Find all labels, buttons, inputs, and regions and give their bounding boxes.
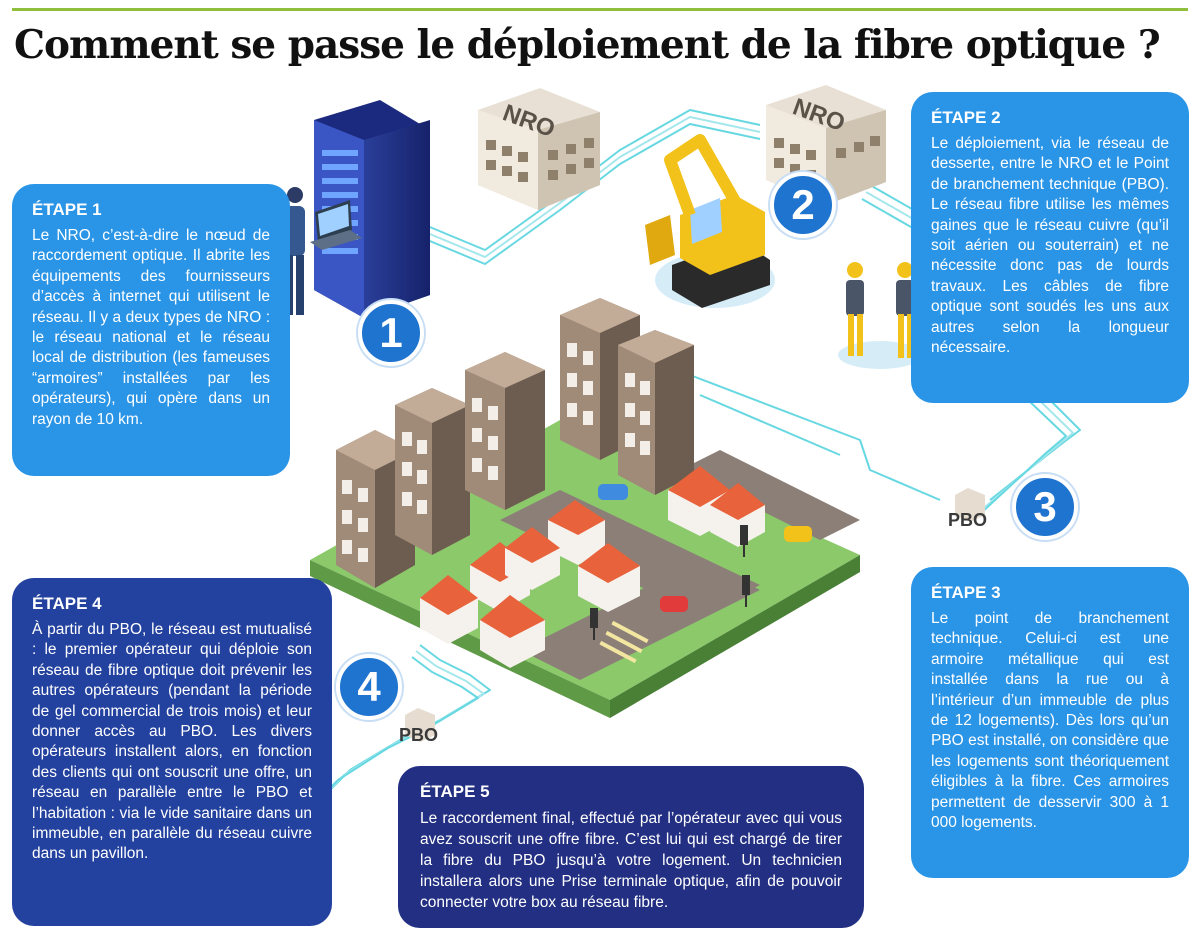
step-badge-4: 4: [336, 654, 402, 720]
step-5-card: ÉTAPE 5 Le raccordement final, effectué …: [398, 766, 864, 928]
step-2-heading: ÉTAPE 2: [931, 108, 1001, 127]
houses: [420, 466, 765, 668]
step-1-heading: ÉTAPE 1: [32, 200, 102, 219]
top-accent-line: [12, 8, 1188, 11]
step-1-text: Le NRO, c’est-à-dire le nœud de raccorde…: [32, 227, 270, 428]
pbo-box-left: PBO: [399, 708, 438, 745]
step-4-text: À partir du PBO, le réseau est mutualisé…: [32, 621, 312, 863]
pbo-label-left: PBO: [399, 725, 438, 745]
step-3-heading: ÉTAPE 3: [931, 583, 1001, 602]
step-5-text: Le raccordement final, effectué par l’op…: [420, 810, 842, 911]
step-2-card: ÉTAPE 2 Le déploiement, via le réseau de…: [911, 92, 1189, 403]
step-2-text: Le déploiement, via le réseau de dessert…: [931, 135, 1169, 357]
cars: [598, 484, 812, 612]
traffic-lights: [590, 525, 750, 640]
pbo-box-right: PBO: [948, 488, 987, 530]
step-1-card: ÉTAPE 1 Le NRO, c’est-à-dire le nœud de …: [12, 184, 290, 476]
server-rack-icon: [314, 100, 430, 318]
step-badge-2: 2: [770, 172, 836, 238]
fiber-cables: [317, 109, 1081, 801]
excavator-icon: [645, 134, 775, 308]
page-title: Comment se passe le déploiement de la fi…: [14, 22, 1161, 68]
apartment-buildings: [336, 298, 694, 588]
step-badge-1: 1: [358, 300, 424, 366]
step-3-card: ÉTAPE 3 Le point de branchement techniqu…: [911, 567, 1189, 878]
step-badge-3: 3: [1012, 474, 1078, 540]
step-4-heading: ÉTAPE 4: [32, 594, 102, 613]
pbo-label-right: PBO: [948, 510, 987, 530]
step-3-text: Le point de branchement technique. Celui…: [931, 610, 1169, 832]
workers-icon: [838, 262, 922, 369]
nro-building-left: NRO: [478, 88, 600, 210]
step-4-card: ÉTAPE 4 À partir du PBO, le réseau est m…: [12, 578, 332, 926]
step-5-heading: ÉTAPE 5: [420, 782, 490, 801]
